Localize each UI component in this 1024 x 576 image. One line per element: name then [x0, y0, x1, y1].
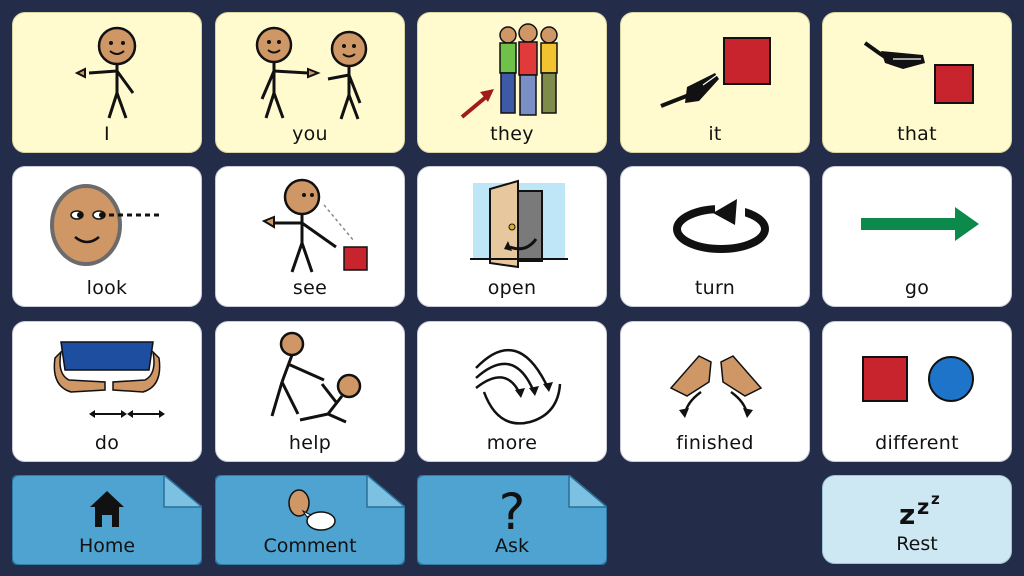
home-button[interactable]: Home	[12, 475, 202, 565]
point-at-square-icon	[621, 13, 809, 125]
cell-label: look	[86, 277, 128, 299]
cell-label: turn	[694, 277, 736, 299]
pointing-self-icon	[13, 13, 201, 125]
green-arrow-icon	[823, 167, 1011, 279]
cell-go[interactable]: go	[822, 166, 1012, 307]
cell-label: more	[486, 432, 538, 454]
cell-label: open	[487, 277, 537, 299]
svg-text:z: z	[931, 490, 940, 508]
comment-icon	[215, 477, 405, 539]
ask-button[interactable]: ? Ask	[417, 475, 607, 565]
cell-label: different	[875, 432, 959, 454]
cell-label: do	[94, 432, 120, 454]
cell-do[interactable]: do	[12, 321, 202, 462]
cell-i[interactable]: I	[12, 12, 202, 153]
cell-help[interactable]: help	[215, 321, 405, 462]
cell-label: finished	[676, 432, 754, 454]
home-icon	[12, 477, 202, 539]
cell-that[interactable]: that	[822, 12, 1012, 153]
hands-finished-icon	[621, 322, 809, 434]
more-arrows-icon	[418, 322, 606, 434]
cell-finished[interactable]: finished	[620, 321, 810, 462]
person-helping-icon	[216, 322, 404, 434]
rest-label: Rest	[896, 533, 938, 555]
cell-you[interactable]: you	[215, 12, 405, 153]
point-at-far-square-icon	[823, 13, 1011, 125]
hands-doing-icon	[13, 322, 201, 434]
question-mark-icon: ?	[417, 477, 607, 539]
cell-different[interactable]: different	[822, 321, 1012, 462]
svg-text:?: ?	[499, 483, 526, 539]
square-and-circle-icon	[823, 322, 1011, 434]
rest-button[interactable]: z z z Rest	[822, 475, 1012, 564]
pointing-other-icon	[216, 13, 404, 125]
comment-button[interactable]: Comment	[215, 475, 405, 565]
svg-text:z: z	[917, 495, 929, 519]
eyes-looking-icon	[13, 167, 201, 279]
open-door-icon	[418, 167, 606, 279]
cell-label: it	[708, 123, 722, 145]
cell-label: help	[288, 432, 332, 454]
cell-label: you	[292, 123, 328, 145]
ask-label: Ask	[495, 535, 529, 557]
cell-label: go	[904, 277, 930, 299]
cell-see[interactable]: see	[215, 166, 405, 307]
cell-label: see	[292, 277, 328, 299]
home-label: Home	[78, 535, 136, 557]
cell-they[interactable]: they	[417, 12, 607, 153]
zzz-icon: z z z	[823, 478, 1013, 538]
cell-more[interactable]: more	[417, 321, 607, 462]
comment-label: Comment	[263, 535, 357, 557]
person-seeing-icon	[216, 167, 404, 279]
turn-arrow-icon	[621, 167, 809, 279]
cell-label: I	[104, 123, 110, 145]
group-of-people-icon	[418, 13, 606, 125]
cell-open[interactable]: open	[417, 166, 607, 307]
cell-turn[interactable]: turn	[620, 166, 810, 307]
cell-it[interactable]: it	[620, 12, 810, 153]
cell-look[interactable]: look	[12, 166, 202, 307]
svg-text:z: z	[899, 498, 915, 531]
cell-label: that	[897, 123, 937, 145]
cell-label: they	[490, 123, 534, 145]
